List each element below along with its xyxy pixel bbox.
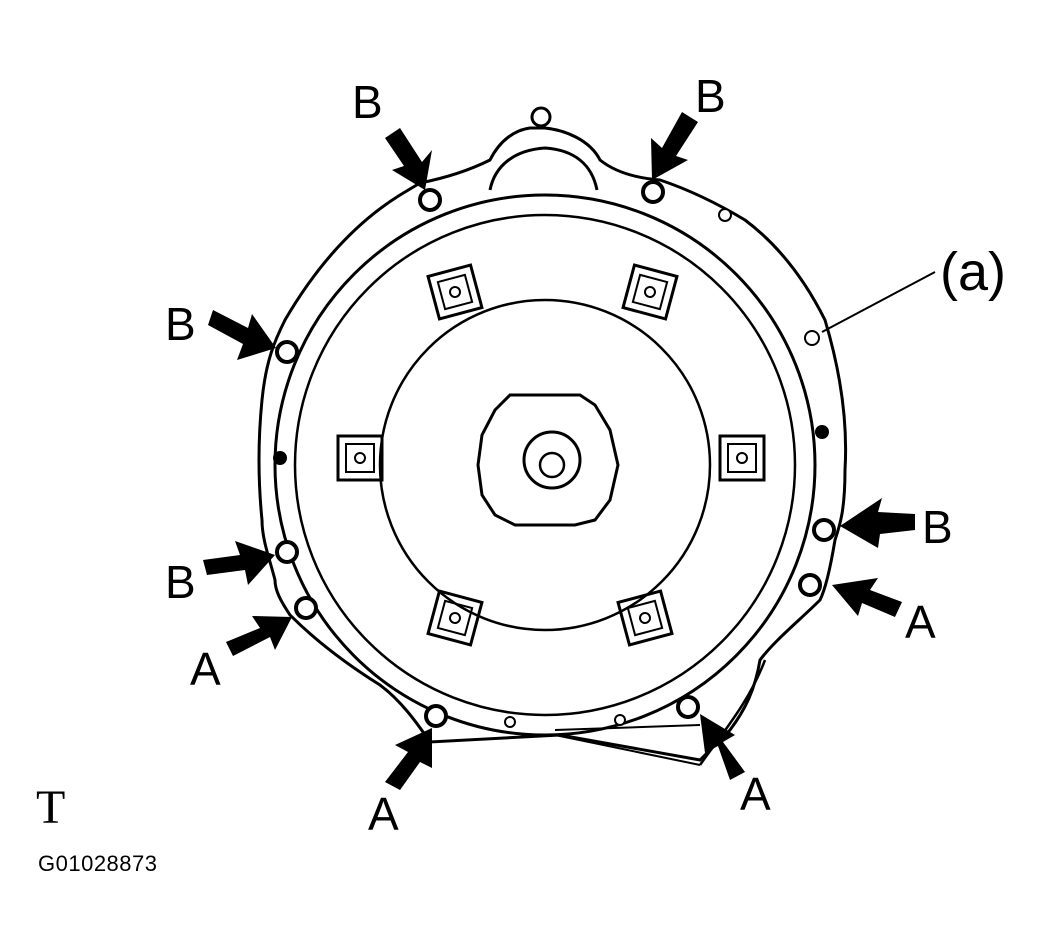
callout-a: A xyxy=(368,788,399,840)
converter-lug xyxy=(426,263,484,321)
locating-dot xyxy=(273,451,287,465)
bolt-hole-b xyxy=(641,180,665,204)
callout-b: B xyxy=(695,70,726,122)
bolt-hole-a xyxy=(424,704,448,728)
flange-outer-ring xyxy=(273,193,817,737)
bottom-bracket xyxy=(429,733,701,766)
doc-mark: T xyxy=(36,781,66,834)
arrow-icon xyxy=(203,541,275,585)
arrow-icon xyxy=(385,128,432,190)
housing-outline xyxy=(257,126,848,762)
hub-ring xyxy=(522,430,582,490)
bolt-hole-a xyxy=(676,695,700,719)
top-pin xyxy=(530,106,552,128)
arrow-icon xyxy=(651,112,698,180)
arrow-icon xyxy=(840,498,915,548)
callout-b: B xyxy=(922,501,953,553)
hub-outline xyxy=(476,393,620,527)
hub-center xyxy=(538,451,566,479)
bolt-hole-b xyxy=(275,540,299,564)
bolt-hole-a xyxy=(294,596,318,620)
bottom-bracket-line xyxy=(554,724,701,731)
small-hole xyxy=(504,716,516,728)
bolt-hole-a xyxy=(798,573,822,597)
arrow-icon xyxy=(832,578,902,617)
callout-b: B xyxy=(165,556,196,608)
bolt-hole-b xyxy=(812,518,836,542)
part-a-hole xyxy=(804,330,820,346)
bolt-hole-b xyxy=(275,340,299,364)
bolt-hole-b xyxy=(418,188,442,212)
arrow-icon xyxy=(385,728,432,790)
small-hole xyxy=(718,208,732,222)
housing-top-lobe xyxy=(488,146,599,191)
converter-lug xyxy=(616,589,674,647)
callout-part-a: (a) xyxy=(940,242,1006,302)
flange-inner-ring xyxy=(293,213,797,717)
callout-b: B xyxy=(165,298,196,350)
converter-lug xyxy=(718,434,766,482)
arrow-icon xyxy=(226,616,292,656)
converter-lug xyxy=(621,263,679,321)
arrow-icon xyxy=(208,310,276,360)
figure-id: G01028873 xyxy=(38,851,158,876)
small-hole xyxy=(614,714,626,726)
drive-plate-ring xyxy=(378,298,712,632)
callout-b: B xyxy=(352,76,383,128)
part-a-leader xyxy=(821,271,936,333)
callout-a: A xyxy=(740,768,771,820)
arrow-icon xyxy=(700,714,745,780)
converter-lug xyxy=(336,434,384,482)
locating-dot xyxy=(815,425,829,439)
callout-a: A xyxy=(190,643,221,695)
callout-a: A xyxy=(905,596,936,648)
converter-lug xyxy=(426,589,484,647)
right-lower-lobe xyxy=(698,659,767,766)
